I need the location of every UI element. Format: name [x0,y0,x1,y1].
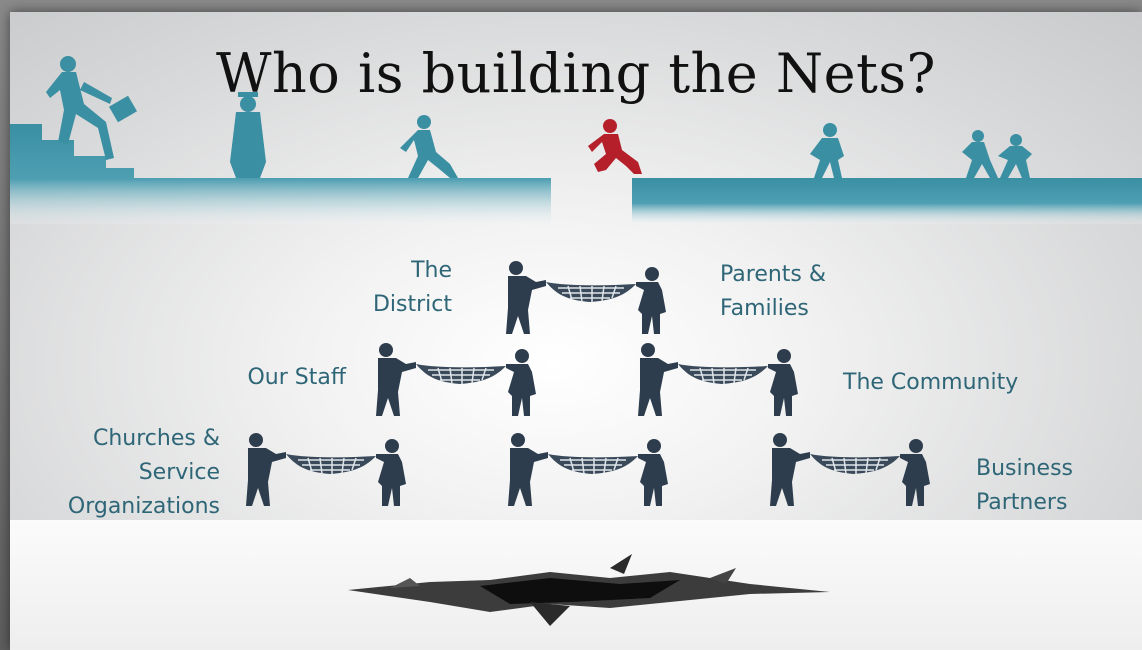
label-the-community: The Community [843,370,1019,395]
graduate-icon [230,92,266,178]
net-group-business [769,432,931,507]
crack-icon [348,554,830,626]
label-the-district: The District [372,258,452,317]
label-parents-families: Parents & Families [720,262,827,321]
right-ledge [632,178,1142,224]
running-child-icon [400,115,458,178]
businessman-icon [46,56,138,160]
label-business-partners: Business Partners [976,456,1074,515]
crack-overlay [348,554,830,626]
net-group-staff [375,342,537,417]
left-ledge [10,124,551,224]
net-group-center [507,432,669,507]
jumping-child-icon [588,119,642,174]
label-our-staff: Our Staff [247,365,346,390]
net-group-churches [245,432,407,507]
slide: Who is building the Nets? The District P… [10,12,1142,650]
label-churches-service-organizations: Churches & Service Organizations [67,426,220,519]
net-group-district [505,260,667,335]
net-group-community [637,342,799,417]
slide-title: Who is building the Nets? [215,42,936,105]
two-children-icon [962,130,1032,178]
girl-running-icon [810,123,844,178]
nets-layer [245,260,931,507]
